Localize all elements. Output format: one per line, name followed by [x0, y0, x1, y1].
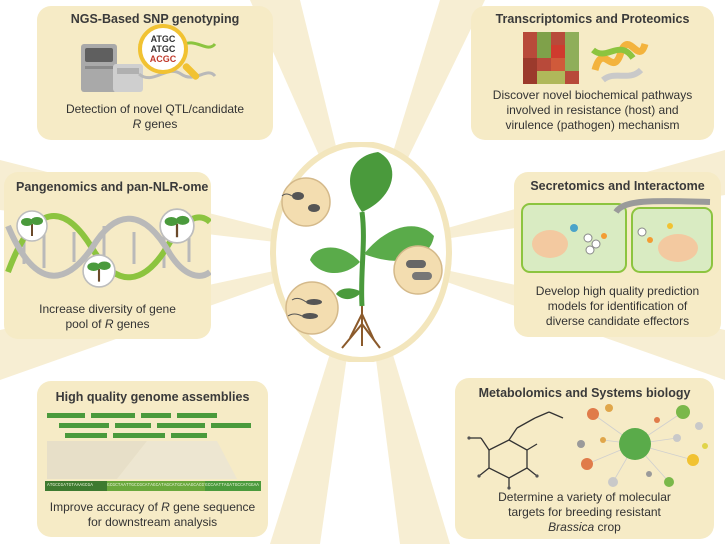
- sequence-right: GCCAATTAGATGCCATGGAA: [205, 481, 261, 491]
- leaf-left: [310, 247, 360, 274]
- sequence-mid: GCGCTAATTGCCGCATAGCATAGCATGCAAAGCACGT: [107, 481, 205, 491]
- magnifier-line-3: ACGC: [149, 54, 177, 64]
- heatmap-icon: [523, 32, 579, 84]
- pathogen-bubble-2: [393, 245, 443, 295]
- panel-title: Transcriptomics and Proteomics: [495, 12, 690, 26]
- panel-description: Detection of novel QTL/candidate R genes: [65, 102, 245, 131]
- panel-transcriptomics: Transcriptomics and Proteomics Discover …: [471, 6, 714, 140]
- leaf-top: [350, 152, 393, 212]
- panel-ngs-genotyping: NGS-Based SNP genotyping ATGC ATGC ACGC …: [37, 6, 273, 140]
- sequence-reads-icon: [47, 413, 251, 479]
- panel-description: Develop high quality prediction models f…: [535, 284, 700, 328]
- panel-secretomics: Secretomics and Interactome Develop high…: [514, 172, 721, 337]
- panel-title: NGS-Based SNP genotyping: [70, 12, 240, 26]
- panel-description: Discover novel biochemical pathways invo…: [492, 88, 693, 132]
- plant-bubble-icon-3: [159, 208, 195, 244]
- magnifier-line-2: ATGC: [150, 44, 176, 54]
- panel-description: Increase diversity of gene pool of R gen…: [39, 302, 176, 331]
- panel-title: Metabolomics and Systems biology: [478, 386, 691, 400]
- panel-metabolomics: Metabolomics and Systems biology Determi…: [455, 378, 714, 539]
- panel-genome-assemblies: High quality genome assemblies ATGCCGATG…: [37, 381, 268, 537]
- panel-description: Improve accuracy of R gene sequence for …: [49, 500, 256, 529]
- plant-bubble-icon-1: [16, 210, 48, 242]
- panel-title: Pangenomics and pan-NLR-ome: [16, 180, 209, 194]
- magnifier-line-1: ATGC: [150, 34, 176, 44]
- molecule-structure-icon: [467, 411, 564, 490]
- panel-title: Secretomics and Interactome: [530, 179, 705, 193]
- center-plant-circle: [270, 142, 452, 362]
- pathogen-bubble-1: [281, 177, 331, 227]
- plant-bubble-icon-2: [82, 254, 116, 288]
- pathogen-bubble-3: [285, 281, 339, 335]
- protein-structure-icon: [591, 41, 649, 83]
- sequence-left: ATGCCGATGTAAAGCGA: [47, 483, 93, 488]
- sequence-bar: ATGCCGATGTAAAGCGA GCGCTAATTGCCGCATAGCATAG…: [45, 481, 261, 491]
- panel-pangenomics: Pangenomics and pan-NLR-ome Increase div…: [4, 172, 211, 339]
- panel-title: High quality genome assemblies: [55, 390, 250, 404]
- magnifier: ATGC ATGC ACGC: [138, 24, 188, 74]
- panel-description: Determine a variety of molecular targets…: [498, 490, 671, 534]
- plant-roots: [341, 304, 381, 349]
- cell-interaction-icon: [521, 198, 713, 273]
- network-graph-icon: [577, 404, 708, 487]
